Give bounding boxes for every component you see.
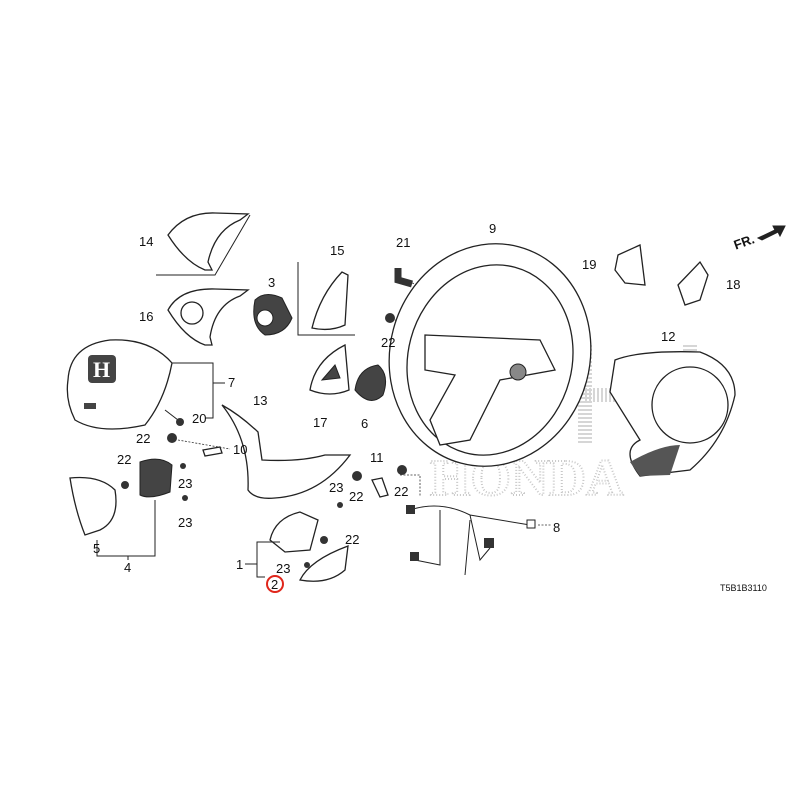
part-19-paddle[interactable]	[614, 244, 646, 286]
label-17[interactable]: 17	[313, 415, 327, 430]
part-10-bracket[interactable]	[177, 439, 231, 457]
label-22[interactable]: 22	[345, 532, 359, 547]
label-22[interactable]: 22	[381, 335, 395, 350]
label-11[interactable]: 11	[370, 450, 384, 465]
label-2-highlighted[interactable]: 2	[271, 577, 278, 592]
part-17-switch-cover[interactable]	[309, 343, 350, 395]
label-8[interactable]: 8	[553, 520, 560, 535]
label-14[interactable]: 14	[139, 234, 153, 249]
part-3-switch[interactable]	[253, 294, 293, 336]
part-4-switch[interactable]	[96, 458, 173, 560]
svg-text:FR.: FR.	[732, 231, 757, 252]
part-5-switch[interactable]	[69, 476, 117, 536]
label-21[interactable]: 21	[396, 235, 410, 250]
label-18[interactable]: 18	[726, 277, 740, 292]
label-7[interactable]: 7	[228, 375, 235, 390]
label-3[interactable]: 3	[268, 275, 275, 290]
label-4[interactable]: 4	[124, 560, 131, 575]
label-23[interactable]: 23	[276, 561, 290, 576]
label-12[interactable]: 12	[661, 329, 675, 344]
part-13-garnish[interactable]	[221, 404, 352, 499]
label-6[interactable]: 6	[361, 416, 368, 431]
label-1[interactable]: 1	[236, 557, 243, 572]
part-6-switch[interactable]	[354, 364, 387, 401]
label-23[interactable]: 23	[178, 476, 192, 491]
label-22[interactable]: 22	[394, 484, 408, 499]
label-23[interactable]: 23	[178, 515, 192, 530]
part-7-airbag[interactable]: H	[66, 339, 225, 430]
highlight-circle	[266, 575, 284, 593]
svg-text:H: H	[93, 357, 110, 382]
label-23[interactable]: 23	[329, 480, 343, 495]
label-22[interactable]: 22	[117, 452, 131, 467]
label-15[interactable]: 15	[330, 243, 344, 258]
part-16-cover[interactable]	[167, 288, 250, 346]
part-14-cover[interactable]	[156, 212, 251, 276]
part-11-clip[interactable]	[371, 477, 389, 498]
label-19[interactable]: 19	[582, 257, 596, 272]
part-12-cover[interactable]	[609, 351, 736, 477]
diagram-code: T5B1B3110	[720, 583, 767, 593]
part-15-cover[interactable]	[297, 262, 355, 336]
label-5[interactable]: 5	[93, 541, 100, 556]
part-20-bolt[interactable]	[164, 409, 184, 426]
label-13[interactable]: 13	[253, 393, 267, 408]
label-9[interactable]: 9	[489, 221, 496, 236]
label-20[interactable]: 20	[192, 411, 206, 426]
label-10[interactable]: 10	[233, 442, 247, 457]
label-22[interactable]: 22	[349, 489, 363, 504]
part-8-harness[interactable]	[400, 474, 552, 576]
label-22[interactable]: 22	[136, 431, 150, 446]
front-direction-indicator: FR.	[732, 225, 786, 253]
part-9-steering-wheel[interactable]	[364, 221, 615, 489]
part-labels: 14 16 3 15 21 9 19 18 12 7 20 22 13 17 6…	[93, 221, 740, 593]
label-16[interactable]: 16	[139, 309, 153, 324]
part-1-switch-assembly[interactable]	[245, 511, 349, 582]
part-18-paddle[interactable]	[677, 260, 709, 306]
